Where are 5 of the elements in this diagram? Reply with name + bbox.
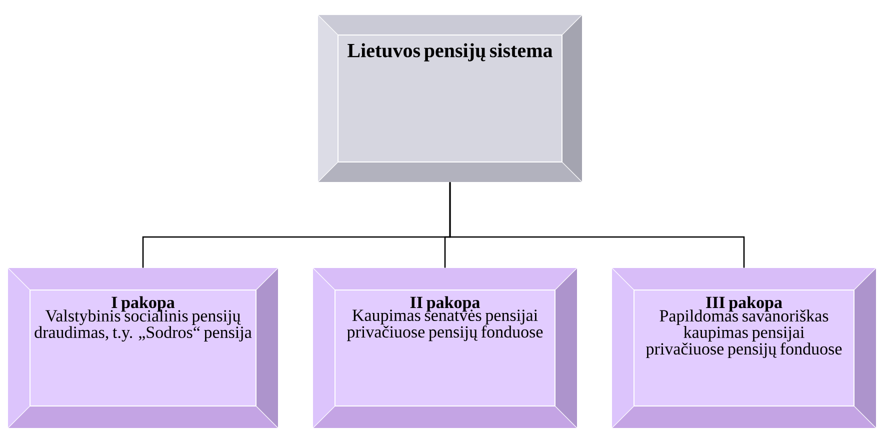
tier-box: III pakopa Papildomas savanoriškas kaupimas pensijai privačiuose pensijų fonduose [612, 268, 876, 428]
tier-box: I pakopa Valstybinis socialinis pensijų draudimas, t.y. „Sodros“ pensija [8, 268, 278, 428]
connector-line [449, 182, 745, 268]
system-box: Lietuvos pensijų sistema [318, 14, 582, 182]
tier-box: II pakopa Kaupimas senatvės pensijai privačiuose pensijų fonduose [312, 268, 578, 428]
